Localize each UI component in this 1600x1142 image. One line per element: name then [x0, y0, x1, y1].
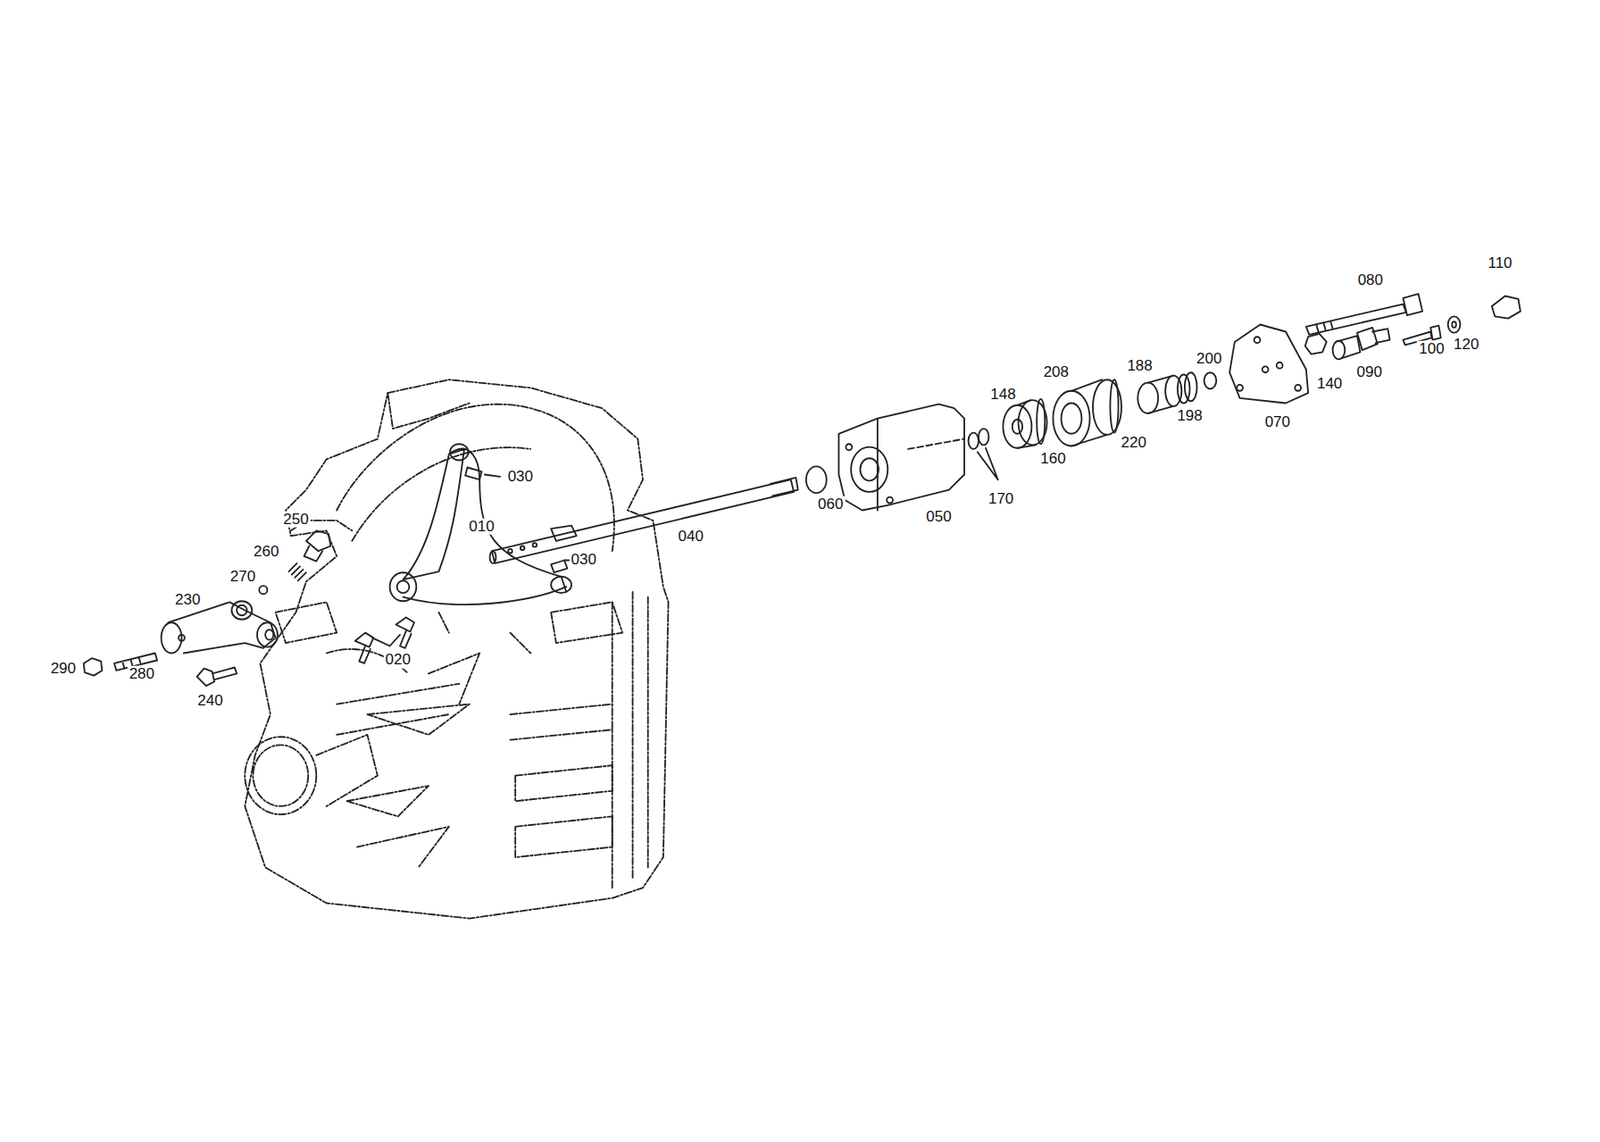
bolt: [395, 617, 415, 649]
callout-number: 020: [383, 651, 413, 669]
plug: [1491, 296, 1521, 319]
callout-number: 260: [251, 543, 281, 561]
callout-number: 060: [816, 495, 845, 513]
callout-number: 100: [1416, 341, 1446, 359]
callout-number: 188: [1125, 358, 1154, 375]
callout-number: 080: [1356, 272, 1385, 290]
callout-number: 070: [1263, 414, 1292, 432]
leader-line: [977, 448, 999, 480]
leader-line: [1306, 324, 1327, 326]
callout-number: 250: [281, 510, 310, 528]
pin: [465, 467, 482, 481]
callout-number: 270: [228, 567, 258, 585]
callout-number: 200: [1194, 350, 1224, 368]
shift-lever: [161, 600, 278, 653]
gearbox-housing: [244, 379, 668, 918]
ball: [258, 585, 267, 594]
piston: [1052, 379, 1122, 446]
leader-line: [372, 634, 400, 647]
callout-number: 030: [569, 551, 599, 569]
pin: [550, 560, 567, 574]
plug: [304, 530, 332, 561]
callout-number: 230: [173, 591, 202, 609]
callout-number: 120: [1451, 336, 1481, 354]
o-ring: [978, 428, 989, 445]
cover-plate: [1229, 325, 1309, 404]
fitting: [1333, 327, 1391, 359]
callout-number: 030: [506, 467, 535, 485]
callout-number: 090: [1355, 364, 1384, 382]
callout-number: 010: [466, 517, 496, 535]
o-ring: [806, 466, 827, 493]
callout-number: 148: [988, 386, 1017, 404]
washer: [1451, 321, 1457, 328]
nut: [1305, 333, 1327, 355]
o-ring: [968, 433, 979, 450]
bolt: [1306, 293, 1423, 335]
callout-number: 040: [676, 528, 706, 546]
callout-number: 140: [1315, 375, 1344, 392]
leader-line: [484, 475, 500, 477]
bolt: [197, 667, 238, 687]
callout-number: 220: [1119, 434, 1149, 452]
callout-number: 110: [1485, 255, 1514, 273]
callout-number: 290: [49, 659, 78, 677]
shift-fork: [390, 443, 572, 605]
callout-number: 170: [986, 491, 1016, 509]
callout-number: 280: [127, 666, 157, 684]
callout-number: 198: [1175, 408, 1204, 425]
callout-number: 160: [1038, 450, 1067, 468]
shift-shaft: [490, 477, 799, 564]
callout-number: 208: [1041, 364, 1071, 382]
nut: [83, 658, 103, 675]
callout-number: 240: [195, 692, 225, 710]
spring: [288, 563, 306, 581]
callout-number: 050: [924, 508, 953, 526]
bolt: [355, 633, 375, 664]
piston: [1002, 399, 1047, 449]
washer: [1448, 316, 1461, 333]
cylinder-housing: [838, 404, 965, 511]
